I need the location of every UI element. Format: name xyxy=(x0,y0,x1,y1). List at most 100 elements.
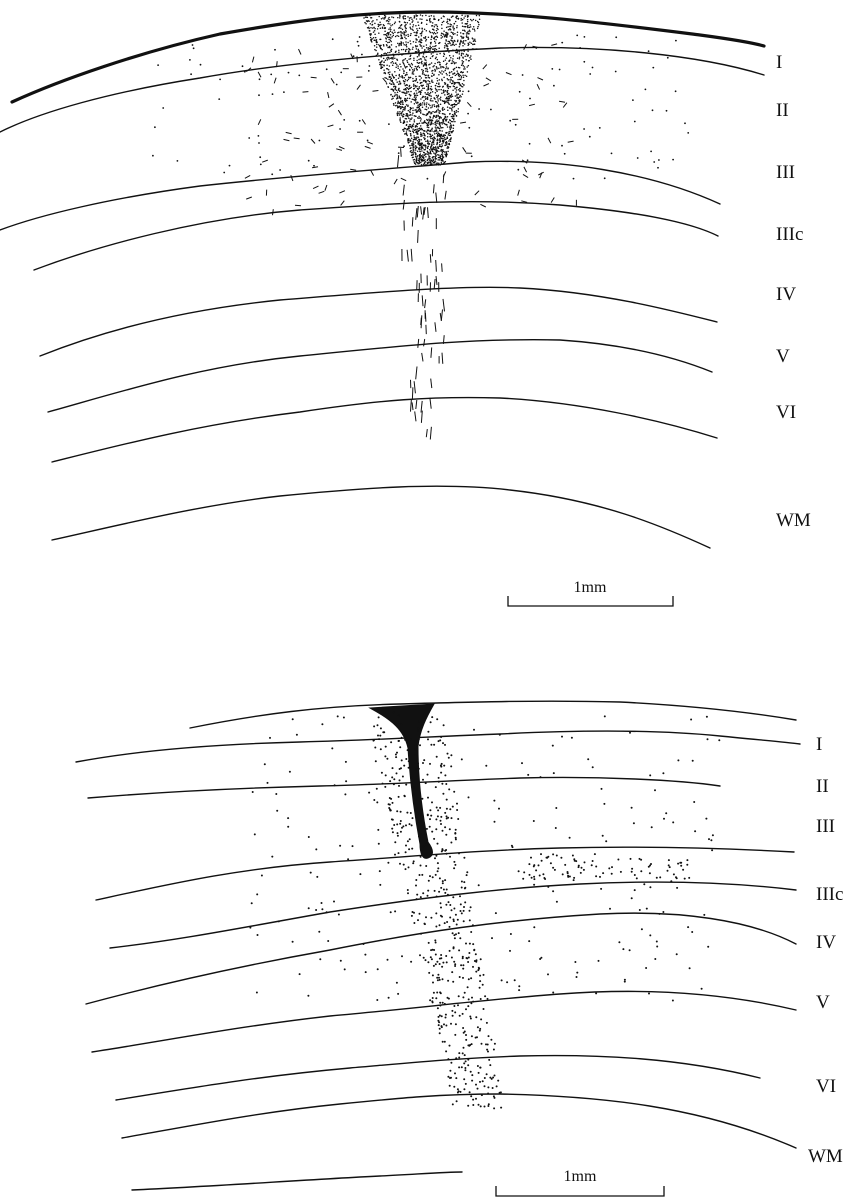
stipple-dot xyxy=(396,810,398,812)
stipple-dash xyxy=(313,186,318,189)
stipple-dot xyxy=(415,145,417,147)
stipple-dot xyxy=(436,24,438,26)
stipple-dot xyxy=(453,28,455,30)
stipple-dot xyxy=(437,843,439,845)
stipple-dot xyxy=(676,953,678,955)
stipple-dash xyxy=(373,91,379,92)
stipple-dot xyxy=(458,102,460,104)
stipple-dash xyxy=(483,65,487,70)
stipple-dot xyxy=(432,52,434,54)
stipple-dot xyxy=(378,24,380,26)
stipple-dot xyxy=(453,1005,455,1007)
stipple-dot xyxy=(383,34,385,36)
stipple-dot xyxy=(380,45,382,47)
stipple-dot xyxy=(429,50,431,52)
stipple-dot xyxy=(433,17,435,19)
stipple-dot xyxy=(417,155,419,157)
stipple-dot xyxy=(373,40,375,42)
stipple-dot xyxy=(383,69,385,71)
stipple-dot xyxy=(408,760,410,762)
stipple-dot xyxy=(601,788,603,790)
stipple-dot xyxy=(229,165,231,167)
stipple-dot xyxy=(440,96,442,98)
stipple-dot xyxy=(662,772,664,774)
stipple-dot xyxy=(414,96,416,98)
stipple-dot xyxy=(419,27,421,29)
stipple-dot xyxy=(571,737,573,739)
stipple-dot xyxy=(418,116,420,118)
stipple-dot xyxy=(432,104,434,106)
stipple-dot xyxy=(470,19,472,21)
stipple-dot xyxy=(426,89,428,91)
stipple-dot xyxy=(656,941,658,943)
stipple-dot xyxy=(463,53,465,55)
stipple-dot xyxy=(469,1016,471,1018)
stipple-dot xyxy=(417,30,419,32)
stipple-dot xyxy=(423,713,425,715)
stipple-dash xyxy=(312,167,318,168)
stipple-dot xyxy=(452,77,454,79)
stipple-dot xyxy=(574,961,576,963)
stipple-dot xyxy=(483,974,485,976)
stipple-dot xyxy=(393,778,395,780)
stipple-dot xyxy=(469,943,471,945)
stipple-dot xyxy=(445,144,447,146)
stipple-dot xyxy=(455,837,457,839)
stipple-dot xyxy=(442,880,444,882)
stipple-dot xyxy=(416,78,418,80)
stipple-dot xyxy=(388,803,390,805)
stipple-dot xyxy=(473,40,475,42)
stipple-dot xyxy=(154,126,156,128)
stipple-dot xyxy=(361,54,363,56)
top-panel: I II III IIIc IV V VI WM 1mm xyxy=(0,12,811,606)
stipple-dash xyxy=(411,399,412,412)
stipple-dot xyxy=(374,33,376,35)
stipple-dot xyxy=(452,89,454,91)
stipple-dot xyxy=(447,43,449,45)
stipple-dot xyxy=(443,89,445,91)
stipple-dot xyxy=(424,130,426,132)
stipple-dot xyxy=(427,123,429,125)
stipple-dot xyxy=(461,64,463,66)
stipple-dot xyxy=(455,1077,457,1079)
stipple-dot xyxy=(443,162,445,164)
stipple-dot xyxy=(373,739,375,741)
stipple-dot xyxy=(465,40,467,42)
stipple-dot xyxy=(387,59,389,61)
stipple-dot xyxy=(469,27,471,29)
stipple-dot xyxy=(436,163,438,165)
stipple-dot xyxy=(411,117,413,119)
stipple-dot xyxy=(633,822,635,824)
stipple-dot xyxy=(447,753,449,755)
stipple-dot xyxy=(472,966,474,968)
stipple-dot xyxy=(639,858,641,860)
stipple-dot xyxy=(663,818,665,820)
stipple-dot xyxy=(443,1023,445,1025)
stipple-dot xyxy=(399,81,401,83)
stipple-dot xyxy=(444,101,446,103)
stipple-dot xyxy=(424,81,426,83)
stipple-dot xyxy=(457,919,459,921)
stipple-dot xyxy=(441,159,443,161)
stipple-dot xyxy=(459,51,461,53)
stipple-dot xyxy=(453,125,455,127)
stipple-dot xyxy=(454,68,456,70)
stipple-dot xyxy=(420,136,422,138)
stipple-dash xyxy=(421,411,422,423)
stipple-dot xyxy=(420,865,422,867)
stipple-dot xyxy=(413,41,415,43)
stipple-dot xyxy=(471,20,473,22)
stipple-dot xyxy=(430,136,432,138)
stipple-dot xyxy=(398,35,400,37)
stipple-dot xyxy=(433,131,435,133)
stipple-dot xyxy=(452,121,454,123)
stipple-dot xyxy=(437,979,439,981)
stipple-dot xyxy=(413,135,415,137)
stipple-dot xyxy=(408,58,410,60)
stipple-dot xyxy=(458,1066,460,1068)
stipple-dot xyxy=(677,863,679,865)
stipple-dot xyxy=(399,43,401,45)
stipple-dot xyxy=(479,15,481,17)
stipple-dot xyxy=(432,876,434,878)
stipple-dot xyxy=(446,118,448,120)
